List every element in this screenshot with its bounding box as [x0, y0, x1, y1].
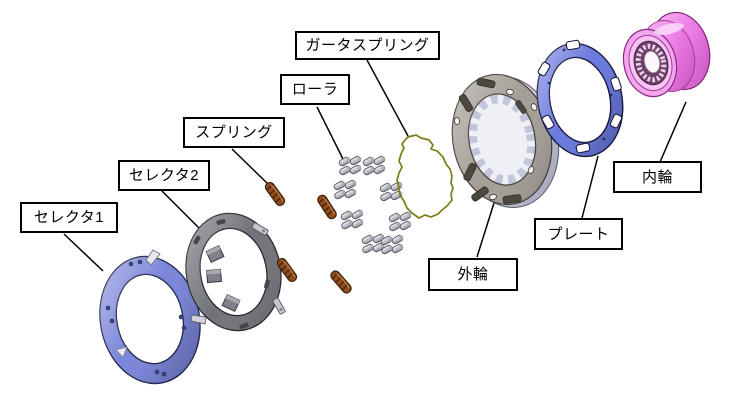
leader-inner-ring — [659, 101, 687, 163]
leader-garter-spring — [366, 59, 409, 137]
leader-outer-ring — [476, 202, 495, 258]
selector1-holes — [105, 259, 187, 377]
plate-pin-holes — [547, 48, 613, 141]
inner-ring-needles — [635, 43, 667, 83]
label-outer-ring: 外輪 — [428, 258, 518, 291]
part-garter-spring — [396, 134, 454, 219]
leader-plate — [581, 155, 599, 219]
leader-roller — [316, 106, 345, 162]
leader-selector2 — [161, 190, 201, 230]
label-spring: スプリング — [183, 117, 285, 148]
selector1-inner-tab — [115, 346, 128, 358]
label-inner-ring: 内輪 — [613, 161, 702, 193]
label-plate: プレート — [534, 218, 623, 250]
part-outer-ring — [440, 65, 564, 214]
label-selector2: セレクタ2 — [118, 160, 210, 191]
label-garter-spring: ガータスプリング — [295, 31, 440, 60]
selector1-right-tab — [190, 314, 207, 325]
inner-ring-gloss — [654, 22, 684, 36]
outer-ring-teeth — [467, 94, 537, 185]
leader-lines — [63, 59, 687, 272]
part-selector1 — [88, 247, 212, 393]
leader-selector1 — [63, 233, 104, 272]
label-roller: ローラ — [280, 74, 350, 105]
part-inner-ring — [622, 11, 711, 98]
label-selector1: セレクタ1 — [20, 202, 118, 233]
selector1-top-tab — [145, 249, 161, 266]
part-plate — [526, 34, 634, 166]
leader-spring — [231, 148, 269, 185]
inner-ring-hole — [643, 50, 661, 74]
